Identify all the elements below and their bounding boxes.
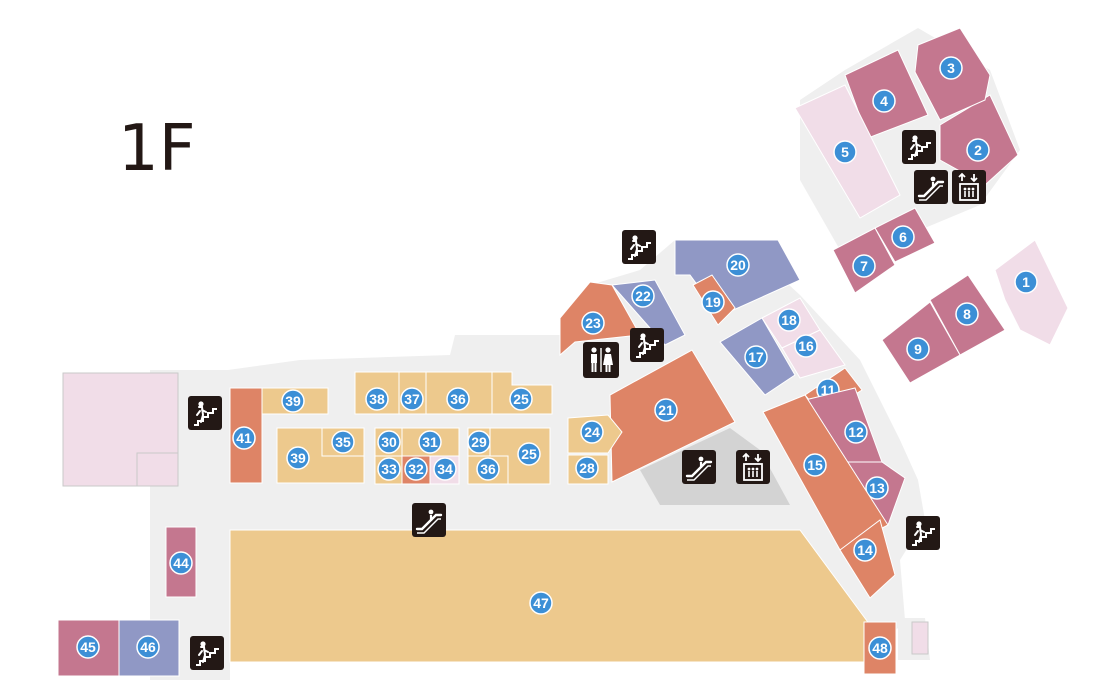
svg-text:5: 5: [841, 144, 849, 160]
svg-text:39: 39: [290, 450, 306, 466]
store-22[interactable]: 22: [610, 279, 686, 346]
stairs-icon[interactable]: [189, 635, 225, 671]
svg-text:25: 25: [513, 391, 529, 407]
svg-text:19: 19: [705, 294, 721, 310]
svg-text:4: 4: [880, 93, 888, 109]
store-2[interactable]: 2: [939, 94, 1019, 186]
svg-text:16: 16: [798, 338, 814, 354]
store-36-top[interactable]: 36: [425, 371, 493, 415]
store-25-bottom[interactable]: 25: [489, 427, 551, 485]
store-41[interactable]: 41: [229, 387, 263, 484]
store-5[interactable]: 5: [794, 84, 901, 219]
svg-text:46: 46: [140, 639, 156, 655]
store-44[interactable]: 44: [165, 526, 197, 598]
svg-text:20: 20: [730, 257, 746, 273]
svg-text:1: 1: [1022, 274, 1030, 290]
store-15[interactable]: 15: [762, 394, 889, 551]
anchor-building: [62, 372, 179, 487]
store-23[interactable]: 23: [559, 281, 641, 357]
svg-text:33: 33: [381, 461, 397, 477]
svg-text:32: 32: [408, 461, 424, 477]
store-38[interactable]: 38: [354, 371, 400, 415]
svg-text:9: 9: [914, 341, 922, 357]
svg-text:47: 47: [533, 595, 549, 611]
svg-text:22: 22: [635, 288, 651, 304]
store-33[interactable]: 33: [374, 455, 403, 485]
store-21[interactable]: 21: [609, 349, 736, 483]
escalator-icon[interactable]: [680, 448, 718, 486]
store-28[interactable]: 28: [567, 454, 609, 485]
stairs-icon[interactable]: [187, 395, 223, 431]
store-19[interactable]: 19: [692, 274, 736, 326]
store-47[interactable]: 47: [229, 529, 871, 663]
svg-text:45: 45: [80, 639, 96, 655]
svg-text:36: 36: [480, 461, 496, 477]
store-35[interactable]: 35: [321, 427, 365, 457]
svg-text:7: 7: [860, 258, 868, 274]
store-36-bottom[interactable]: 36: [467, 455, 509, 485]
svg-text:39: 39: [285, 393, 301, 409]
stairs-icon[interactable]: [629, 327, 665, 363]
store-16[interactable]: 16: [781, 329, 846, 379]
svg-text:29: 29: [471, 434, 487, 450]
stairs-icon[interactable]: [621, 229, 657, 265]
elevator-icon[interactable]: [735, 449, 771, 485]
store-9[interactable]: 9: [881, 301, 961, 384]
svg-text:48: 48: [872, 640, 888, 656]
svg-text:15: 15: [807, 457, 823, 473]
svg-text:41: 41: [236, 430, 252, 446]
svg-text:13: 13: [869, 480, 885, 496]
svg-text:35: 35: [335, 434, 351, 450]
svg-text:28: 28: [579, 460, 595, 476]
store-37[interactable]: 37: [398, 371, 427, 415]
store-24[interactable]: 24: [567, 414, 623, 454]
svg-text:24: 24: [584, 424, 600, 440]
escalator-icon[interactable]: [410, 501, 448, 539]
svg-text:36: 36: [450, 391, 466, 407]
svg-text:2: 2: [974, 142, 982, 158]
svg-text:31: 31: [422, 434, 438, 450]
store-31[interactable]: 31: [401, 427, 460, 457]
stairs-icon[interactable]: [905, 515, 941, 551]
svg-text:21: 21: [658, 402, 674, 418]
svg-text:3: 3: [947, 60, 955, 76]
store-6[interactable]: 6: [874, 207, 936, 263]
store-48[interactable]: 48: [863, 621, 897, 675]
svg-text:14: 14: [857, 542, 873, 558]
store-3[interactable]: 3: [914, 27, 991, 121]
elevator-icon[interactable]: [951, 169, 987, 205]
store-34[interactable]: 34: [429, 455, 460, 485]
store-39-top[interactable]: 39: [261, 387, 329, 415]
svg-text:17: 17: [748, 349, 764, 365]
svg-text:8: 8: [963, 306, 971, 322]
store-1[interactable]: 1: [994, 239, 1069, 346]
small-kiosk: [911, 621, 929, 655]
store-32[interactable]: 32: [401, 455, 431, 485]
restroom-icon[interactable]: [583, 342, 619, 378]
svg-text:25: 25: [521, 446, 537, 462]
svg-text:30: 30: [381, 434, 397, 450]
store-45[interactable]: 45: [57, 619, 120, 677]
svg-text:38: 38: [369, 391, 385, 407]
store-14[interactable]: 14: [839, 519, 896, 599]
svg-text:6: 6: [899, 229, 907, 245]
store-30[interactable]: 30: [374, 427, 403, 457]
store-4[interactable]: 4: [844, 49, 929, 139]
store-17[interactable]: 17: [719, 317, 796, 396]
store-46[interactable]: 46: [118, 619, 180, 677]
svg-text:12: 12: [848, 424, 864, 440]
svg-text:23: 23: [585, 315, 601, 331]
stairs-icon[interactable]: [901, 129, 937, 165]
svg-text:34: 34: [437, 461, 453, 477]
svg-text:18: 18: [781, 312, 797, 328]
svg-text:37: 37: [404, 391, 420, 407]
store-25-top[interactable]: 25: [491, 371, 553, 415]
svg-text:44: 44: [173, 555, 189, 571]
store-29[interactable]: 29: [467, 427, 491, 457]
escalator-icon[interactable]: [912, 168, 950, 206]
floor-label: 1F: [118, 112, 196, 186]
store-7[interactable]: 7: [832, 227, 896, 294]
